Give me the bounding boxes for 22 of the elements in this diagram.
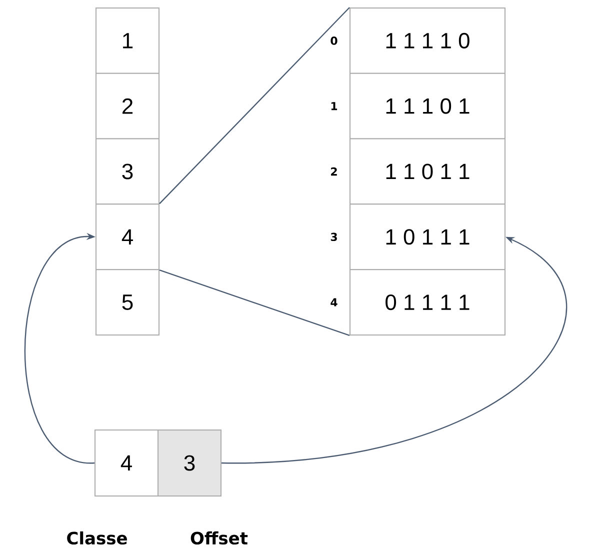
cell: 1 1 1 0 1 [350, 72, 506, 140]
cell: 5 [96, 269, 160, 336]
connector-line [159, 270, 350, 336]
cell: 4 [96, 204, 160, 270]
row-index: 4 [330, 298, 338, 306]
row-index: 2 [331, 167, 337, 176]
cell: 0 1 1 1 1 [350, 269, 506, 336]
field-label: Offset [190, 531, 248, 545]
connector-line [159, 7, 350, 204]
cell: 1 1 1 1 0 [350, 8, 506, 74]
cell: 1 0 1 1 1 [350, 204, 506, 270]
cell: 3 [96, 138, 160, 205]
row-index: 1 [331, 102, 338, 110]
cell: 2 [96, 72, 160, 140]
cell: 3 [158, 429, 222, 496]
cell: 1 [96, 8, 160, 74]
field-label: Classe [67, 531, 127, 545]
row-index: 0 [330, 36, 338, 45]
arrow [221, 236, 567, 464]
cell: 4 [94, 429, 158, 496]
cell: 1 1 0 1 1 [350, 138, 506, 205]
row-index: 3 [330, 232, 337, 242]
